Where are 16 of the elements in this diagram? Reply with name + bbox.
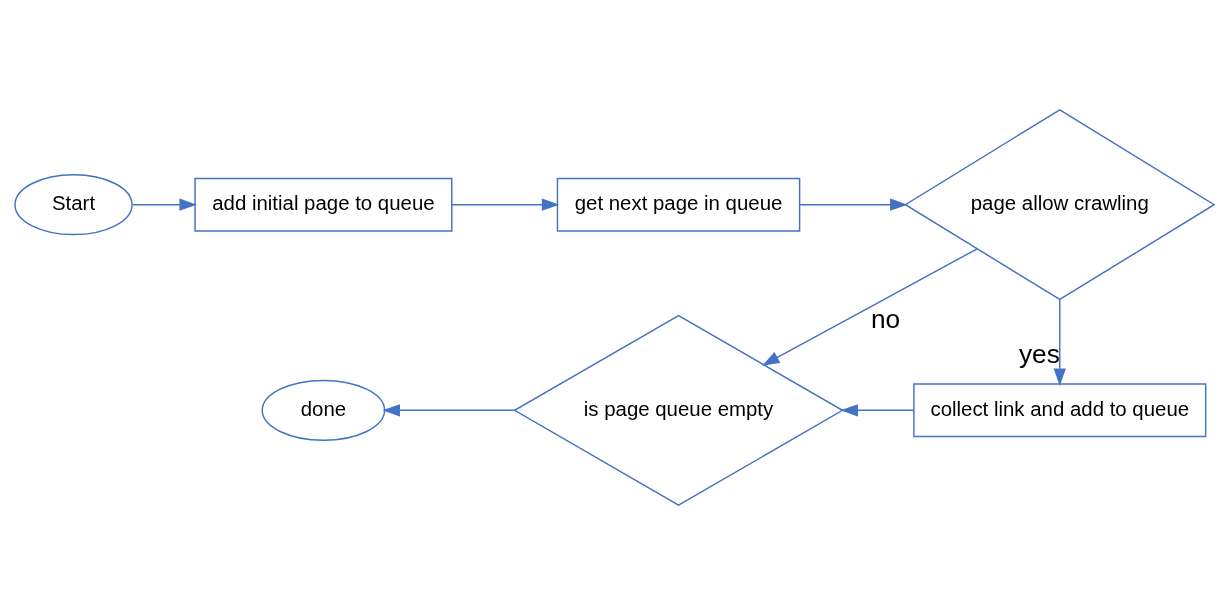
node-ellipse: Start xyxy=(14,174,133,236)
node-ellipse: done xyxy=(261,379,386,441)
node-box: collect link and add to queue xyxy=(913,383,1207,438)
node-box: add initial page to queue xyxy=(194,177,453,232)
edge-label: yes xyxy=(1018,338,1060,369)
arrow xyxy=(132,198,197,211)
arrow xyxy=(1053,299,1066,387)
edge-label: no xyxy=(870,303,901,334)
arrow xyxy=(451,198,560,211)
arrow xyxy=(840,404,915,417)
arrow xyxy=(762,248,978,366)
arrow xyxy=(798,198,908,211)
node-box: get next page in queue xyxy=(556,177,801,232)
node-diamond: is page queue empty xyxy=(513,314,844,506)
arrow xyxy=(382,404,516,417)
node-diamond: page allow crawling xyxy=(904,109,1216,301)
